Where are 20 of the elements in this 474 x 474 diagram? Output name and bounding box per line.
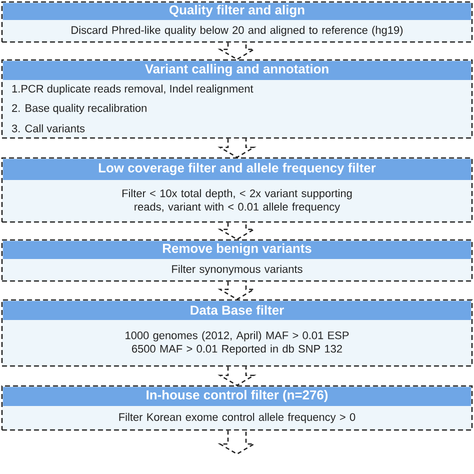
heading-band: Variant calling and annotation xyxy=(3,61,471,80)
list-item: 3. Call variants xyxy=(12,124,85,132)
step-text: 1000 genomes (2012, April) MAF > 0.01 ESP 6500 MAF > 0.01 Reported in db SNP 132 xyxy=(126,331,349,355)
block-arrow xyxy=(218,42,256,60)
step-text: Filter Korean exome control allele frequency > 0 xyxy=(119,412,356,424)
heading-band: Low coverage filter and allele frequency filter xyxy=(3,159,471,180)
block-arrow xyxy=(218,138,256,158)
block-arrow xyxy=(218,430,256,455)
block-arrow xyxy=(218,222,256,240)
heading-band: In-house control filter (n=276) xyxy=(3,387,471,406)
list-item: 2. Base quality recalibration xyxy=(12,104,146,114)
heading-band: Remove benign variants xyxy=(3,241,471,259)
block-arrow xyxy=(218,366,256,386)
step-text: Filter < 10x total depth, < 2x variant supporting reads, variant with < 0.01 allele frequency xyxy=(122,189,352,213)
heading-band: Data Base filter xyxy=(3,301,471,320)
step-text: Discard Phred-like quality below 20 and aligned to reference (hg19) xyxy=(72,26,403,36)
list-item: 1.PCR duplicate reads removal, Indel realignment xyxy=(12,84,254,95)
block-arrow xyxy=(218,281,256,300)
heading-band: Quality filter and align xyxy=(3,3,471,20)
step-text: Filter synonymous variants xyxy=(172,264,302,276)
